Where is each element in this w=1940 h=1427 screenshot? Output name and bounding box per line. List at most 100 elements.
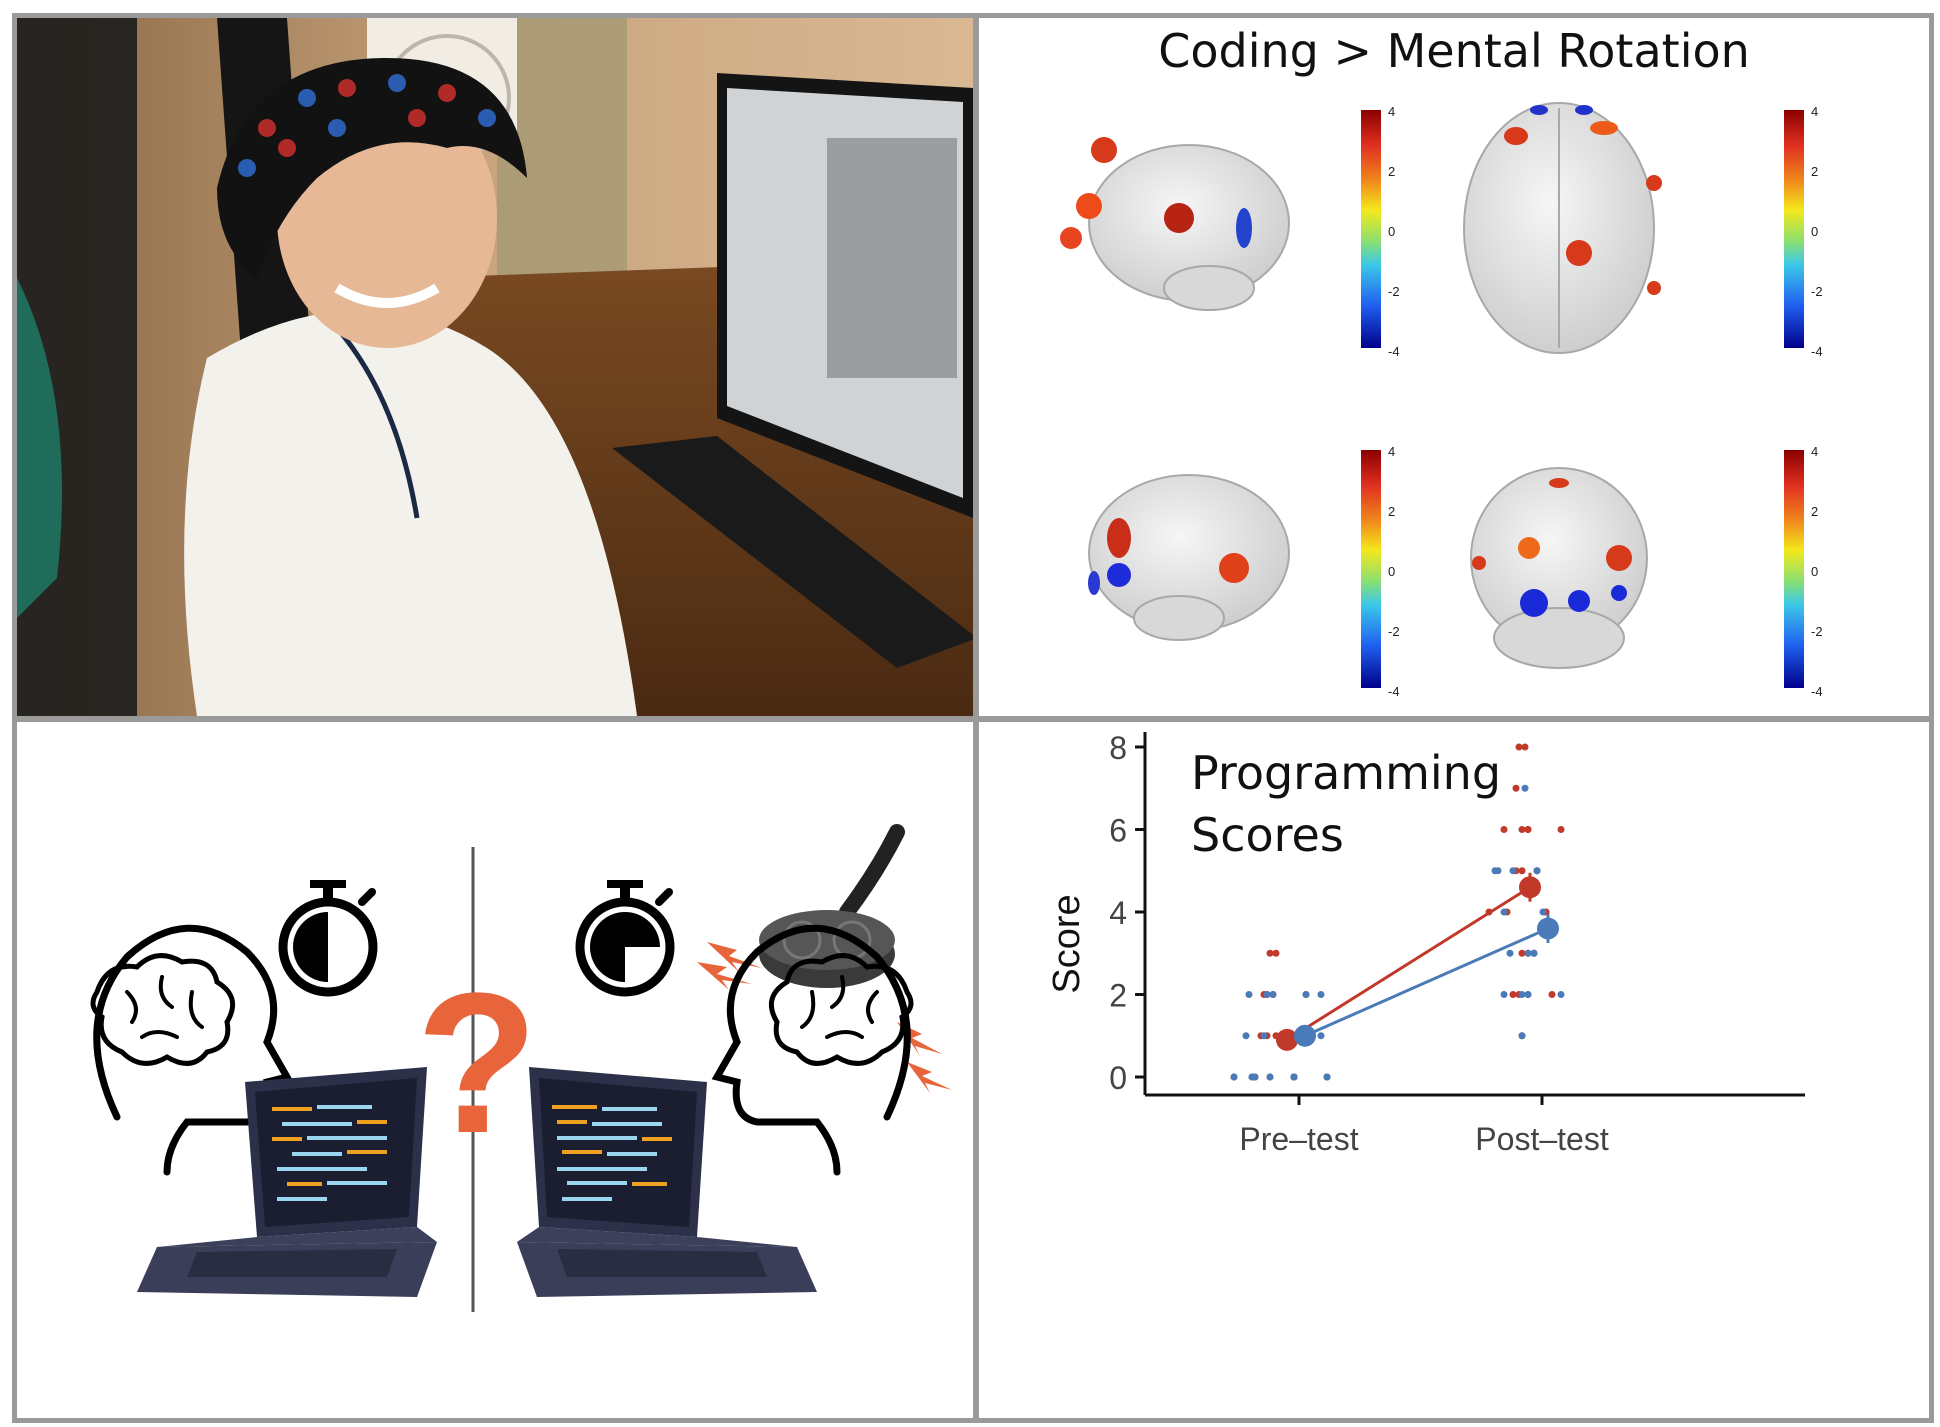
colorbar-4: 4 2 0 -2 -4 [1784, 444, 1823, 699]
brain-posterior [1470, 467, 1648, 669]
red-data-point [1500, 826, 1508, 833]
blue-data-point [1266, 1073, 1274, 1081]
code-lines [272, 1105, 387, 1201]
y-tick-label: 2 [1109, 978, 1127, 1014]
colorbar-4-tick: -2 [1811, 624, 1823, 639]
blue-data-point [1245, 991, 1253, 998]
blue-data-point [1263, 991, 1271, 998]
red-data-point [1515, 743, 1523, 751]
mean-lines [1276, 872, 1559, 1051]
blue-data-point [1518, 991, 1526, 998]
brain-head-icon [711, 924, 914, 1176]
red-data-point [1518, 949, 1526, 957]
y-axis-label: Score [1046, 894, 1088, 993]
blue-data-point [1317, 1032, 1325, 1040]
brain-head-icon [90, 924, 293, 1176]
y-tick-label: 0 [1109, 1060, 1127, 1096]
colorbar-2-tick: -4 [1811, 344, 1823, 359]
colorbar-4-tick: -4 [1811, 684, 1823, 699]
blue-data-point [1302, 991, 1310, 998]
blue-data-point [1524, 991, 1532, 998]
smile [334, 283, 440, 308]
blue-data-point [1500, 908, 1508, 916]
chart-axes [1143, 732, 1805, 1097]
participant-photo-panel [12, 13, 978, 721]
hoodie [184, 310, 637, 716]
red-data-point [1512, 784, 1520, 792]
colorbar-2-tick: -2 [1811, 284, 1823, 299]
y-tick-label: 6 [1109, 813, 1127, 849]
red-mean-point [1276, 1028, 1298, 1051]
red-data-point [1518, 826, 1526, 833]
brain-panel-title: Coding > Mental Rotation [1158, 24, 1750, 78]
series-blue-points [1230, 784, 1565, 1081]
red-data-point [1521, 743, 1529, 751]
blue-data-point [1269, 991, 1277, 998]
code-lines [552, 1105, 672, 1201]
blue-data-point [1506, 949, 1514, 957]
colorbar-2-tick: 2 [1811, 164, 1818, 179]
blue-mean-point [1537, 917, 1559, 940]
blue-data-point [1491, 867, 1499, 875]
illustration-panel: ? [12, 717, 978, 1423]
blue-data-point [1317, 991, 1325, 998]
y-tick-label: 4 [1109, 895, 1127, 931]
colorbar-3: 4 2 0 -2 -4 [1361, 444, 1400, 699]
laptop-code-icon [517, 1067, 817, 1297]
colorbar-1: 4 2 0 -2 -4 [1361, 104, 1400, 359]
red-data-point [1548, 991, 1556, 998]
colorbar-3-tick: -2 [1388, 624, 1400, 639]
blue-mean-point [1294, 1024, 1316, 1047]
colorbar-2: 4 2 0 -2 -4 [1784, 104, 1823, 359]
colorbar-2-tick: 0 [1811, 224, 1818, 239]
colorbar-1-tick: -2 [1388, 284, 1400, 299]
cables [17, 278, 62, 618]
x-tick-label: Post–test [1475, 1121, 1609, 1157]
red-data-point [1509, 991, 1517, 998]
blue-data-point [1533, 867, 1541, 875]
colorbar-4-tick: 4 [1811, 444, 1818, 459]
participant-photo [17, 18, 973, 716]
brain-dorsal [1463, 102, 1662, 354]
brain-maps-panel: Coding > Mental Rotation [974, 13, 1934, 721]
blue-data-point [1323, 1073, 1331, 1081]
stopwatch-half-icon [278, 880, 378, 997]
red-mean-point [1519, 876, 1541, 899]
blue-data-point [1530, 949, 1538, 957]
blue-data-point [1509, 867, 1517, 875]
series-red-points [1230, 743, 1565, 1081]
blue-mean-line [1304, 927, 1549, 1038]
colorbar-3-tick: 0 [1388, 564, 1395, 579]
keyboard [612, 436, 973, 668]
colorbar-1-tick: 2 [1388, 164, 1395, 179]
monitor-window [827, 138, 957, 378]
colorbar-1-tick: 4 [1388, 104, 1395, 119]
blue-data-point [1521, 784, 1529, 792]
colorbar-1-tick: 0 [1388, 224, 1395, 239]
x-tick-label: Pre–test [1239, 1121, 1358, 1157]
brain-lateral-right [1088, 474, 1290, 641]
red-data-point [1524, 826, 1532, 833]
blue-data-point [1260, 1032, 1268, 1040]
brain-lateral-left [1060, 137, 1290, 311]
eeg-electrodes [238, 74, 496, 177]
colorbar-2-tick: 4 [1811, 104, 1818, 119]
brain-maps: 4 2 0 -2 -4 4 2 0 -2 -4 4 2 0 -2 -4 [1060, 102, 1823, 699]
colorbar-3-tick: 4 [1388, 444, 1395, 459]
laptop-code-icon [137, 1067, 437, 1297]
illustration: ? [90, 824, 952, 1312]
red-data-point [1272, 949, 1280, 957]
blue-data-point [1248, 1073, 1256, 1081]
red-data-point [1518, 867, 1526, 875]
blue-data-point [1500, 991, 1508, 998]
colorbar-4-tick: 0 [1811, 564, 1818, 579]
hoodie-string [335, 326, 420, 519]
red-data-point [1557, 826, 1565, 833]
stopwatch-three-quarter-icon [575, 880, 675, 997]
blue-data-point [1230, 1073, 1238, 1081]
colorbar-3-tick: -4 [1388, 684, 1400, 699]
